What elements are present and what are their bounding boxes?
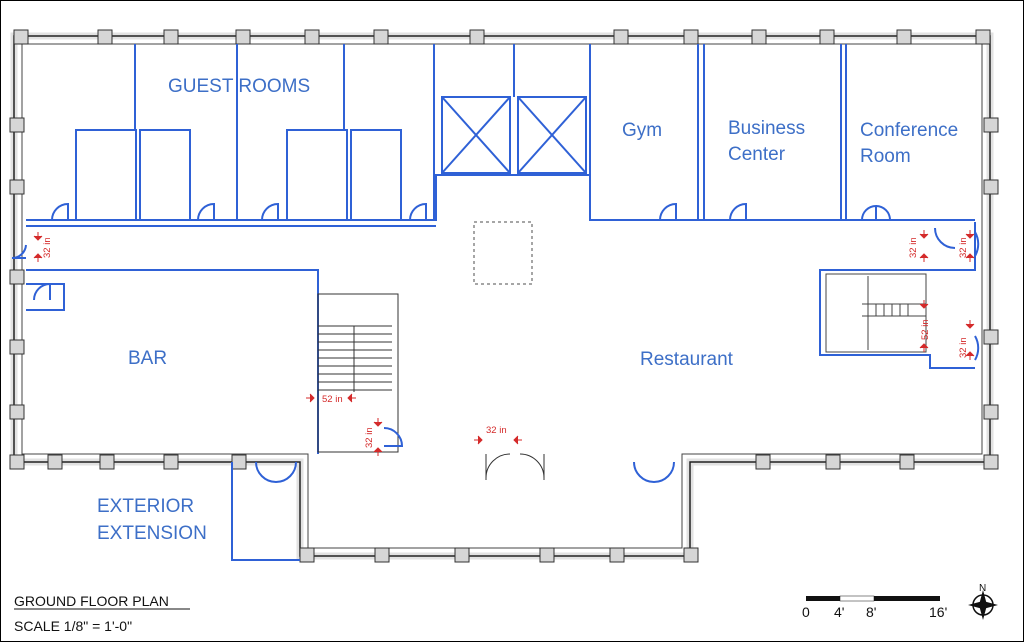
scale-tick-16: 16' [929,604,947,620]
plan-title: GROUND FLOOR PLAN [14,593,169,609]
dim-west-door: 32 in [42,237,53,258]
scale-bar [806,595,940,602]
dim-east-stair: 52 in [920,319,931,340]
label-guest-rooms: GUEST ROOMS [168,76,310,97]
dim-east-door-2: 32 in [958,237,969,258]
label-gym: Gym [622,120,662,141]
door-swings [11,202,980,483]
north-arrow-icon [968,590,998,620]
dim-east-stair-door: 32 in [958,337,969,358]
label-business-2: Center [728,144,786,165]
label-exterior-2: EXTENSION [97,523,207,544]
north-label: N [979,583,986,594]
dim-central-door: 32 in [364,427,375,448]
label-conference-1: Conference [860,120,958,141]
scale-tick-8: 8' [866,604,876,620]
dim-east-door-1: 32 in [908,237,919,258]
stair-core-east [825,273,927,353]
dim-central-stair: 52 in [322,394,343,405]
label-restaurant: Restaurant [640,349,734,370]
label-bar: BAR [128,348,167,369]
main-entrance [485,453,545,480]
stair-central [317,293,399,453]
scale-tick-0: 0 [802,604,810,620]
column-blocks [9,29,999,563]
label-conference-2: Room [860,146,911,167]
plan-scale: SCALE 1/8" = 1'-0" [14,618,132,634]
dim-main-entrance: 32 in [486,425,507,436]
label-exterior-1: EXTERIOR [97,496,194,517]
label-business-1: Business [728,118,805,139]
interior-walls [26,44,976,561]
scale-tick-4: 4' [834,604,844,620]
dimension-arrows [33,230,975,456]
